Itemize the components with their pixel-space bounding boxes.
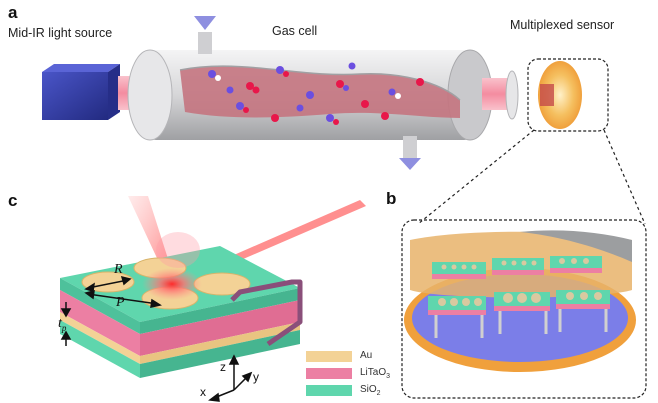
legend-label-au: Au xyxy=(360,350,373,361)
device-slab xyxy=(60,246,300,378)
legend-swatch-litao3 xyxy=(306,368,352,379)
mid-ir-source-box xyxy=(42,64,120,120)
mid-ir-source-label: Mid-IR light source xyxy=(8,26,113,40)
period-label: P xyxy=(116,295,125,310)
axis-z-label: z xyxy=(220,360,226,374)
panel-label-b: b xyxy=(386,189,397,208)
multiplexed-sensor-label: Multiplexed sensor xyxy=(510,18,615,32)
xyz-axes xyxy=(208,354,253,402)
gold-resonators xyxy=(81,232,251,310)
legend-label-sio2: SiO2 xyxy=(360,384,381,397)
sensor-chip-array xyxy=(428,256,610,338)
thickness-label: tp xyxy=(58,316,67,333)
output-lens xyxy=(505,70,519,120)
legend-swatch-sio2 xyxy=(306,385,352,396)
multiplexed-sensor-icon xyxy=(527,58,609,132)
electrode-wire xyxy=(230,279,303,347)
legend-swatch-au xyxy=(306,351,352,362)
panel-label-a: a xyxy=(8,3,18,22)
radius-label: R xyxy=(114,262,123,277)
panel-a-graphic xyxy=(42,16,646,225)
axis-y-label: y xyxy=(253,370,259,384)
axis-x-label: x xyxy=(200,385,206,399)
gas-cell-label: Gas cell xyxy=(272,24,318,38)
dimension-arrows xyxy=(60,275,162,346)
gas-molecules xyxy=(208,62,424,125)
panel-label-c: c xyxy=(8,191,18,210)
legend-label-litao3: LiTaO3 xyxy=(360,367,391,380)
panel-b-graphic xyxy=(401,219,647,399)
gas-cell xyxy=(127,16,493,170)
panel-c-graphic xyxy=(60,196,366,402)
